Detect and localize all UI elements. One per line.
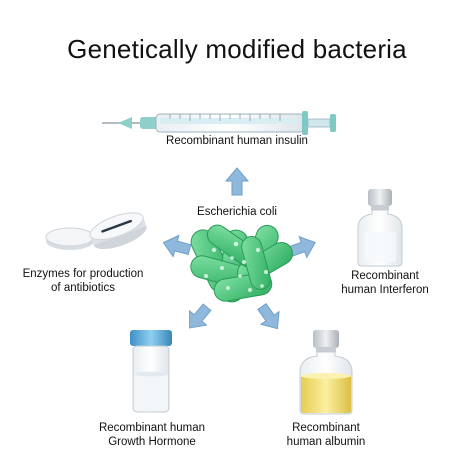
label-growth-hormone-line2: Growth Hormone — [108, 436, 196, 448]
arrow-icon-down-left — [189, 303, 212, 329]
bacteria-icon — [190, 224, 293, 303]
label-antibiotics-line2: of antibiotics — [51, 282, 115, 294]
label-insulin-line1: Recombinant human insulin — [166, 135, 308, 147]
label-albumin: Recombinant human albumin — [266, 421, 386, 449]
arrows — [162, 167, 316, 330]
tablet-icon — [45, 212, 147, 250]
label-insulin: Recombinant human insulin — [137, 134, 337, 148]
vial-icon — [357, 189, 403, 267]
syringe-icon — [102, 111, 336, 135]
label-growth-hormone: Recombinant human Growth Hormone — [90, 421, 214, 449]
label-albumin-line1: Recombinant — [292, 422, 360, 434]
arrow-icon-up — [224, 167, 250, 196]
arrow-icon-left — [162, 234, 192, 258]
label-antibiotics: Enzymes for production of antibiotics — [18, 267, 148, 295]
label-escherichia-coli: Escherichia coli — [177, 205, 297, 219]
arrow-icon-down-right — [257, 302, 280, 330]
tube-icon — [130, 330, 172, 413]
label-antibiotics-line1: Enzymes for production — [22, 268, 144, 280]
label-growth-hormone-line1: Recombinant human — [98, 422, 206, 434]
label-interferon-line2: human Interferon — [341, 284, 429, 296]
label-albumin-line2: human albumin — [286, 436, 366, 448]
label-interferon-line1: Recombinant — [351, 270, 419, 282]
arrow-icon-right — [287, 235, 316, 259]
label-escherichia-coli-text: Escherichia coli — [197, 206, 277, 218]
diagram-title: Genetically modified bacteria — [67, 34, 407, 64]
label-interferon: Recombinant human Interferon — [325, 269, 445, 297]
albumin-vial-icon — [299, 330, 353, 415]
